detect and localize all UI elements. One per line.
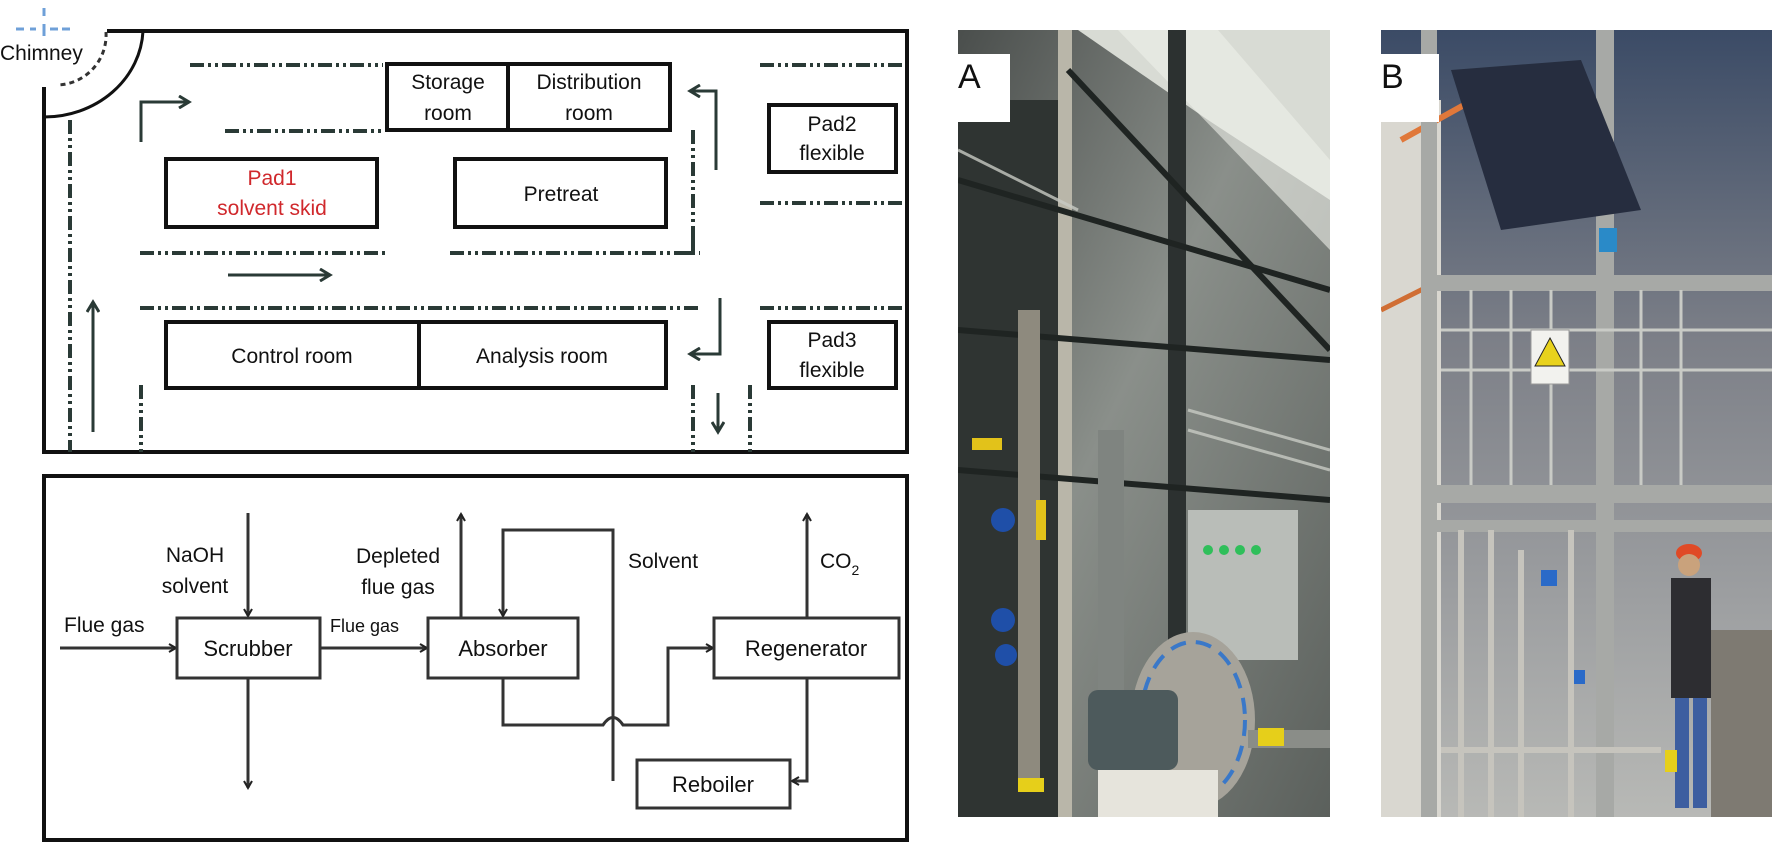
pad1-label-1: Pad1 [247,167,296,190]
site-boundary [42,29,909,454]
room-storage: Storage room [385,62,510,132]
photo-a: A [958,30,1330,817]
traffic-arrows [93,91,720,432]
room-pad3-flexible: Pad3 flexible [767,320,898,390]
scrubber-label: Scrubber [203,636,292,661]
photo-b-label: B [1381,54,1439,122]
control-room-label: Control room [231,345,352,368]
photo-b: B [1381,30,1772,817]
pad3-label-2: flexible [799,359,864,382]
room-analysis: Analysis room [417,320,668,390]
co2-main: CO [820,550,852,573]
stream-solvent-return [503,528,615,781]
co2-subscript: 2 [852,562,860,578]
label-depleted-1: Depleted [356,545,440,568]
label-naoh-1: NaOH [166,544,224,567]
room-control: Control room [164,320,421,390]
photo-b-label-bg [1369,30,1381,94]
unit-regenerator: Regenerator [712,616,901,680]
reboiler-label: Reboiler [672,772,754,797]
pad2-label-2: flexible [799,142,864,165]
label-depleted-2: flue gas [361,576,435,599]
pad2-label-1: Pad2 [807,113,856,136]
unit-scrubber: Scrubber [175,616,322,680]
unit-absorber: Absorber [426,616,580,680]
label-flue-gas-in: Flue gas [64,614,145,637]
chimney-label: Chimney [0,42,83,65]
stream-reboiler-feed [792,678,809,781]
chimney-arc-dotted [56,31,108,87]
room-pad1-solvent-skid: Pad1 solvent skid [164,157,379,229]
chimney-arc [43,30,145,119]
distribution-label-2: room [565,102,613,125]
photo-a-illustration [958,30,1330,817]
room-pretreat: Pretreat [453,157,668,229]
stream-rich-solvent [501,648,713,727]
unit-reboiler: Reboiler [635,758,792,810]
room-pad2-flexible: Pad2 flexible [767,103,898,174]
room-distribution: Distribution room [506,62,672,132]
label-naoh-2: solvent [162,575,229,598]
arrow-up-right [139,102,189,142]
pad1-label-2: solvent skid [217,197,327,220]
pretreat-label: Pretreat [524,183,599,206]
label-solvent: Solvent [628,550,698,573]
storage-label-1: Storage [411,71,485,94]
distribution-label-1: Distribution [536,71,641,94]
absorber-label: Absorber [458,636,547,661]
photo-b-illustration [1381,30,1772,817]
analysis-room-label: Analysis room [476,345,608,368]
process-flow-diagram: Scrubber Absorber Regenerator Reboiler F… [42,474,909,842]
storage-label-2: room [424,102,472,125]
regenerator-label: Regenerator [745,636,867,661]
label-flue-gas-mid: Flue gas [330,616,399,636]
arrow-up-left [690,91,718,170]
photo-a-label: A [958,54,1010,122]
label-co2: CO2 [820,550,860,578]
photo-a-label-bg [942,30,958,94]
person-in-hardhat [1665,544,1711,808]
arrow-down-left [690,298,722,354]
road-markings [68,63,905,452]
chimney-icon [16,8,70,36]
process-frame [42,474,909,842]
pad3-label-1: Pad3 [807,329,856,352]
site-layout-plan: Chimney [0,8,909,454]
